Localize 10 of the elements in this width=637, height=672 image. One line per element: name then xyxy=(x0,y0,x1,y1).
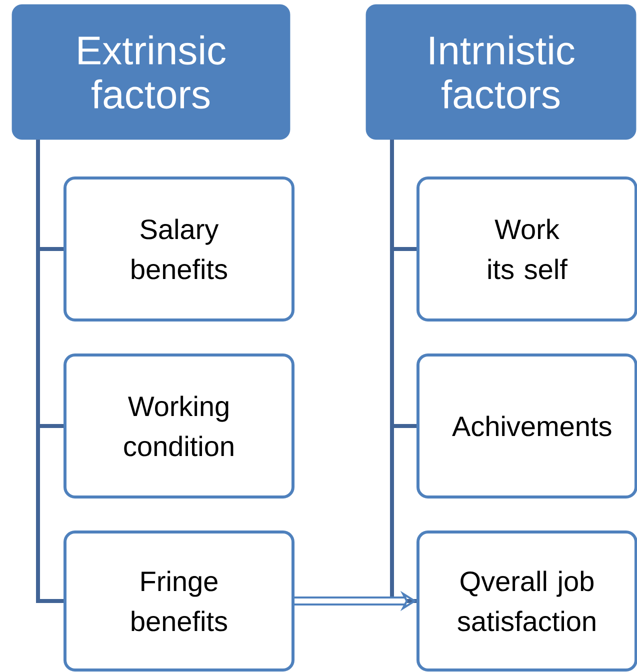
factor-box: Salary benefits xyxy=(64,176,294,322)
connector-line xyxy=(390,140,416,603)
factor-box: Work its self xyxy=(416,176,637,322)
factor-box: Qverall job satisfaction xyxy=(416,530,637,672)
header-box: Intrnistic factors xyxy=(366,4,636,140)
factor-box: Working condition xyxy=(64,354,294,498)
factor-box: Achivements xyxy=(416,354,637,498)
header-box: Extrinsic factors xyxy=(12,4,290,140)
connector-line xyxy=(36,140,64,603)
factor-box: Fringe benefits xyxy=(64,530,294,672)
